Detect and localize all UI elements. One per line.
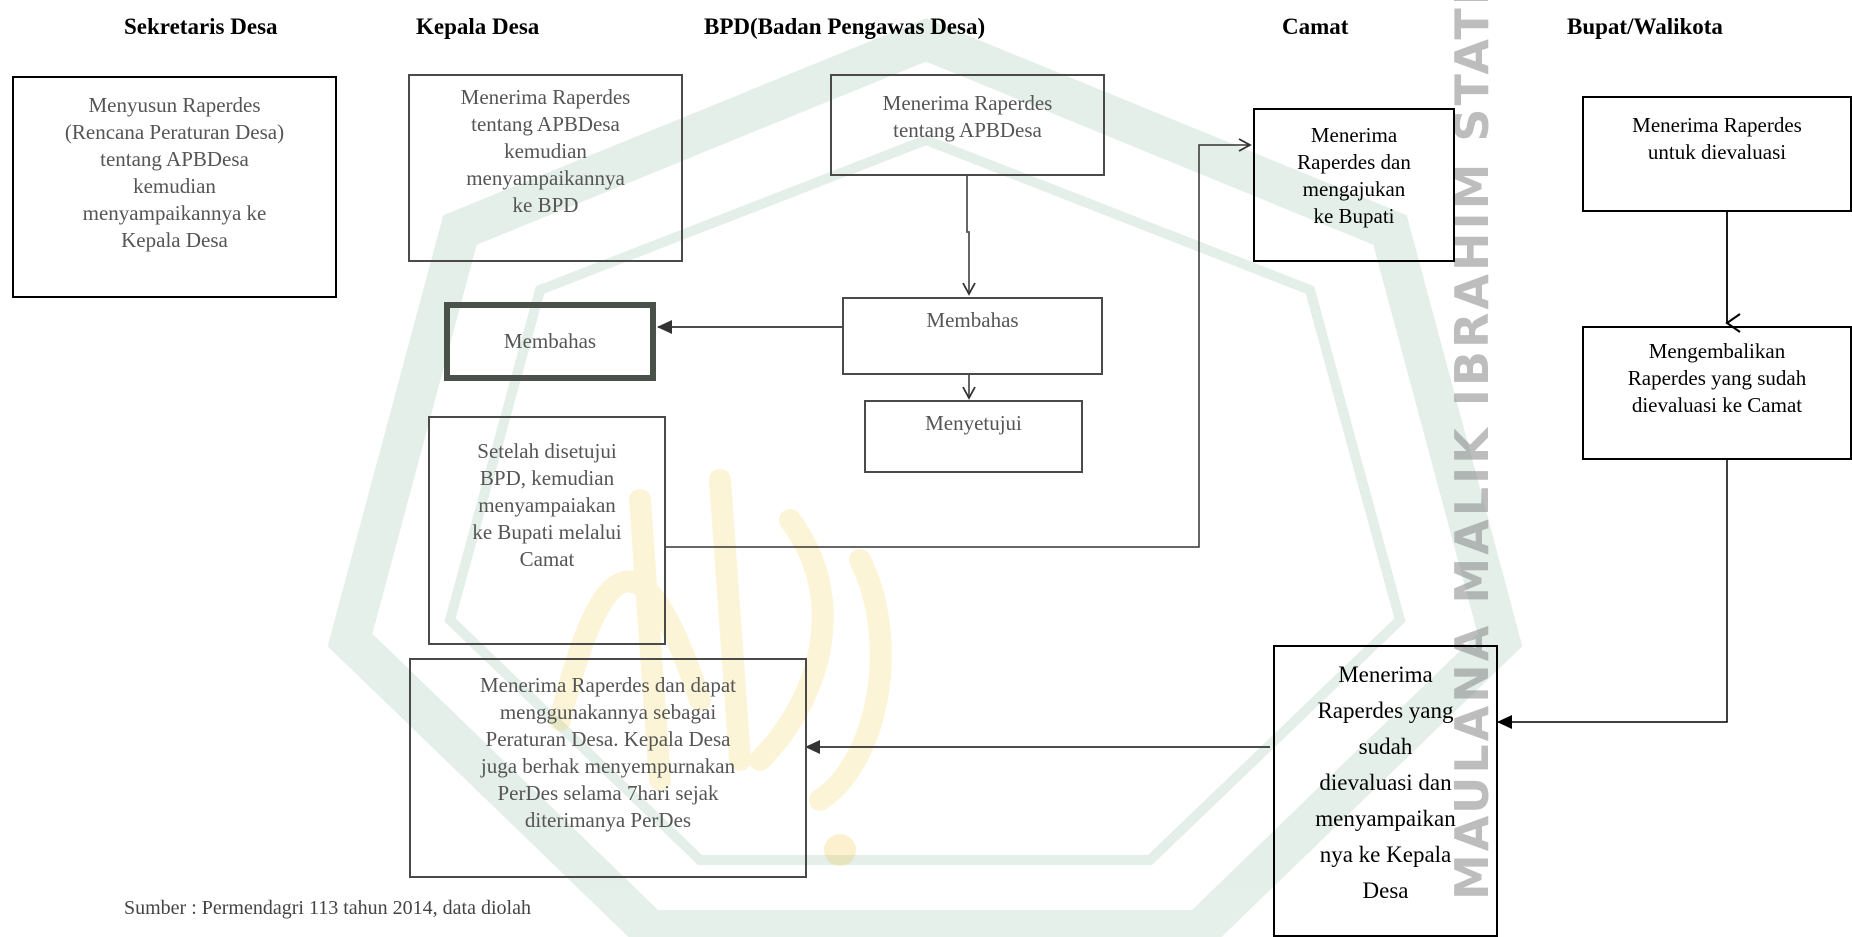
box-bpd-membahas-text: Membahas	[926, 308, 1019, 332]
box-kepala-menerima: Menerima Raperdes tentang APBDesa kemudi…	[408, 74, 683, 262]
box-camat-menerima2-text: Menerima Raperdes yang sudah dievaluasi …	[1315, 662, 1456, 903]
box-kepala-setelah-text: Setelah disetujui BPD, kemudian menyampa…	[472, 439, 622, 571]
box-bupati-menerima-text: Menerima Raperdes untuk dievaluasi	[1632, 113, 1802, 164]
box-camat-menerima-text: Menerima Raperdes dan mengajukan ke Bupa…	[1297, 123, 1411, 228]
box-kepala-final-text: Menerima Raperdes dan dapat menggunakann…	[480, 673, 736, 832]
box-camat-menerima: Menerima Raperdes dan mengajukan ke Bupa…	[1253, 108, 1455, 262]
box-sekretaris-menyusun: Menyusun Raperdes (Rencana Peraturan Des…	[12, 76, 337, 298]
box-kepala-menerima-text: Menerima Raperdes tentang APBDesa kemudi…	[460, 85, 631, 217]
box-kepala-final: Menerima Raperdes dan dapat menggunakann…	[409, 658, 807, 878]
source-note: Sumber : Permendagri 113 tahun 2014, dat…	[124, 897, 531, 919]
column-header-camat: Camat	[1282, 14, 1349, 39]
box-bpd-membahas: Membahas	[842, 297, 1103, 375]
column-header-bpd: BPD(Badan Pengawas Desa)	[704, 14, 986, 39]
box-bpd-menyetujui-text: Menyetujui	[925, 411, 1022, 435]
box-bpd-menerima-text: Menerima Raperdes tentang APBDesa	[882, 91, 1053, 142]
box-kepala-membahas-text: Membahas	[503, 329, 597, 353]
box-bpd-menerima: Menerima Raperdes tentang APBDesa	[830, 74, 1105, 176]
box-bupati-menerima: Menerima Raperdes untuk dievaluasi	[1582, 96, 1852, 212]
box-kepala-setelah: Setelah disetujui BPD, kemudian menyampa…	[428, 416, 666, 645]
column-header-bupati: Bupat/Walikota	[1567, 14, 1723, 39]
arrow-bpd-menerima-to-membahas	[962, 175, 976, 296]
column-header-kepala: Kepala Desa	[416, 14, 540, 39]
arrow-kepala-setelah-to-camat	[664, 138, 1252, 548]
box-bpd-menyetujui: Menyetujui	[864, 400, 1083, 473]
box-camat-menerima2: Menerima Raperdes yang sudah dievaluasi …	[1273, 645, 1498, 937]
box-bupati-mengembalikan-text: Mengembalikan Raperdes yang sudah dieval…	[1627, 339, 1807, 417]
arrow-bupati-to-camat-menerima2	[1497, 460, 1728, 729]
box-kepala-membahas: Membahas	[444, 302, 656, 381]
box-bupati-mengembalikan: Mengembalikan Raperdes yang sudah dieval…	[1582, 326, 1852, 460]
column-header-sekretaris: Sekretaris Desa	[124, 14, 278, 39]
box-sekretaris-menyusun-text: Menyusun Raperdes (Rencana Peraturan Des…	[64, 93, 285, 252]
